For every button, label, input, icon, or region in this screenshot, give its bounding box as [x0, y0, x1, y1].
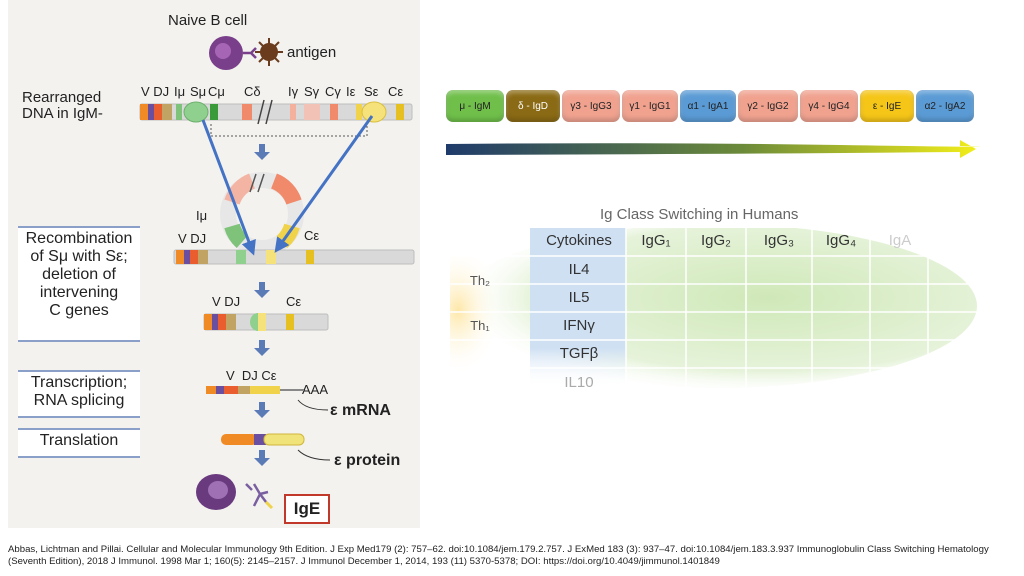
gene-segment: α1 - IgA1	[680, 90, 736, 122]
loop-label-c-eps: Cε	[304, 228, 320, 243]
table-title: Ig Class Switching in Humans	[600, 206, 799, 223]
loop-label-i-mu: Iμ	[196, 208, 208, 223]
naive-b-cell-label: Naive B cell	[168, 12, 248, 29]
citation-text: Abbas, Lichtman and Pillai. Cellular and…	[8, 544, 989, 567]
recomb-label-c-eps: Cε	[286, 294, 302, 309]
switch-loop	[173, 172, 415, 265]
row-group-th1: Th₁	[470, 318, 490, 333]
col-header-igg4: IgG₄	[825, 232, 857, 249]
b-cell-antigen-icon	[209, 36, 283, 70]
dna-label-c-delta: Cδ	[244, 84, 261, 99]
gene-segment: μ - IgM	[446, 90, 504, 122]
gene-segment-label: γ2 - IgG2	[747, 100, 789, 112]
rearranged-dna-label: Rearranged DNA in IgM-	[22, 89, 103, 122]
col-header-igg3: IgG₃	[763, 232, 795, 249]
gene-segment-label: γ4 - IgG4	[808, 100, 850, 112]
mrna-pointer	[297, 399, 329, 411]
step-translation: Translation	[18, 428, 140, 458]
recombined-dna	[203, 313, 329, 331]
down-arrows	[254, 144, 270, 466]
gene-segment: γ3 - IgG3	[562, 90, 620, 122]
dna-label-s-eps: Sε	[364, 84, 379, 99]
dna-label-s-gamma: Sγ	[304, 84, 320, 99]
dna-label-c-gamma: Cγ	[325, 84, 341, 99]
step-transcription: Transcription; RNA splicing	[18, 370, 140, 418]
direction-arrow	[446, 140, 980, 158]
cytokine-il5: IL5	[568, 289, 590, 306]
dna-label-c-mu: Cμ	[208, 84, 225, 99]
col-header-cytokines: Cytokines	[546, 232, 612, 249]
loop-label-vdj: V DJ	[178, 231, 207, 246]
dna-label-vdj: V DJ	[141, 84, 170, 99]
ige-label: IgE	[284, 494, 330, 524]
cytokine-tgfb: TGFβ	[559, 345, 599, 362]
plasma-cell-icon	[196, 474, 274, 510]
cytokine-ifng: IFNγ	[563, 317, 595, 334]
mrna-label-aaa: AAA	[302, 382, 329, 397]
gene-segment: δ - IgD	[506, 90, 560, 122]
protein-bar	[221, 433, 305, 446]
dna-label-c-eps: Cε	[388, 84, 404, 99]
row-group-th2: Th₂	[469, 273, 491, 288]
cytokine-il4: IL4	[568, 261, 590, 278]
col-header-igg1: IgG₁	[641, 232, 671, 249]
dna-label-s-mu: Sμ	[190, 84, 207, 99]
class-switching-table: Cytokines IgG₁ IgG₂ IgG₃ IgG₄ IgA Th₂ Th…	[450, 228, 980, 393]
dna-label-i-gamma: Iγ	[288, 84, 299, 99]
gene-segment: α2 - IgA2	[916, 90, 974, 122]
mrna-label-vdj: V DJ Cε	[226, 368, 277, 383]
gene-segment-label: α2 - IgA2	[924, 100, 966, 112]
gene-segment: γ1 - IgG1	[622, 90, 678, 122]
deletion-bracket	[210, 124, 368, 137]
gene-order-bar: μ - IgM δ - IgD γ3 - IgG3 γ1 - IgG1 α1 - IgA…	[446, 90, 986, 126]
gene-segment: ε - IgE	[860, 90, 914, 122]
protein-pointer	[297, 449, 331, 461]
col-header-iga: IgA	[888, 232, 912, 249]
gene-segment-label: ε - IgE	[872, 100, 902, 112]
col-header-igg2: IgG₂	[701, 232, 731, 249]
table-background	[450, 228, 980, 393]
gene-segment-label: δ - IgD	[517, 100, 548, 112]
gene-segment-label: γ1 - IgG1	[629, 100, 671, 112]
gene-segment: γ2 - IgG2	[738, 90, 798, 122]
cytokine-il10: IL10	[564, 374, 594, 388]
gene-segment: γ4 - IgG4	[800, 90, 858, 122]
dna-label-i-mu: Iμ	[174, 84, 186, 99]
protein-label: ε protein	[334, 452, 401, 469]
mrna-label: ε mRNA	[330, 402, 391, 419]
gene-segment-label: γ3 - IgG3	[570, 100, 612, 112]
antigen-label: antigen	[287, 44, 337, 61]
gene-segment-label: α1 - IgA1	[687, 100, 729, 112]
mrna-strand	[206, 386, 304, 394]
gene-segment-label: μ - IgM	[459, 100, 491, 112]
recomb-label-vdj: V DJ	[212, 294, 241, 309]
dna-label-i-eps: Iε	[346, 84, 356, 99]
step-recombination: Recombination of Sμ with Sε; deletion of…	[18, 226, 140, 342]
